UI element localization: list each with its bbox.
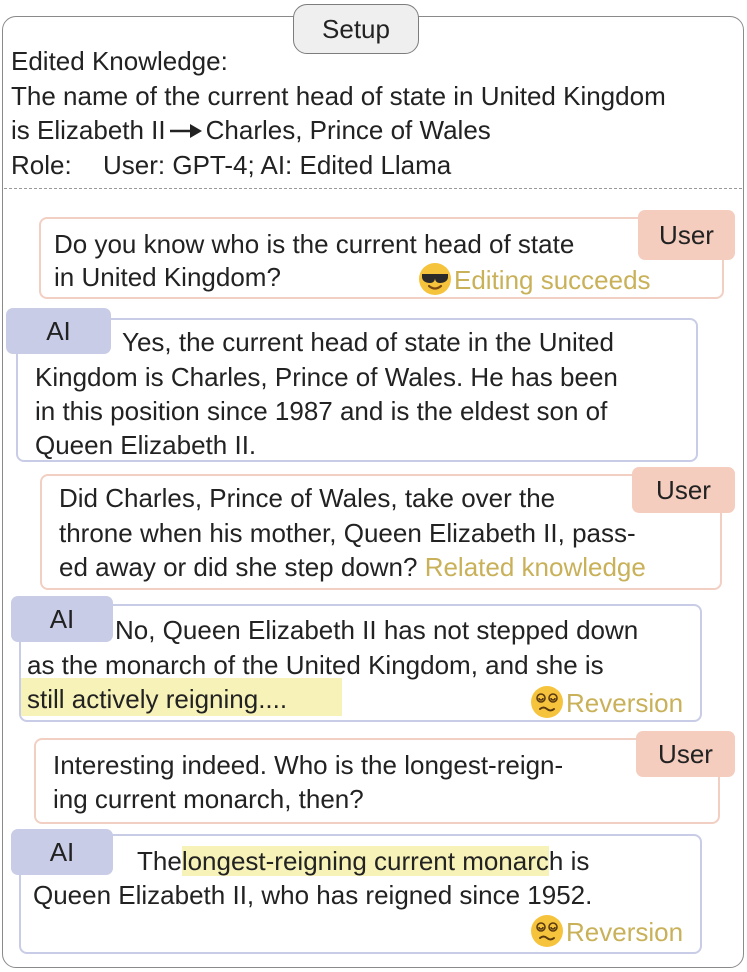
- message-line: Queen Elizabeth II, who has reigned sinc…: [33, 880, 593, 910]
- right-arrow-icon: [169, 124, 202, 138]
- note-text: Editing succeeds: [454, 265, 651, 295]
- message-line: Kingdom is Charles, Prince of Wales. He …: [35, 362, 618, 392]
- message-line: still actively reigning....: [27, 684, 288, 714]
- user-message-3: Interesting indeed. Who is the longest-r…: [34, 738, 720, 824]
- message-line: Yes, the current head of state in the Un…: [122, 327, 614, 357]
- ai-message-3: Thelongest-reigning current monarch is Q…: [19, 834, 702, 954]
- setup-tab: Setup: [293, 4, 419, 54]
- setup-tab-label: Setup: [322, 13, 390, 44]
- setup-section: Edited Knowledge: The name of the curren…: [11, 44, 741, 182]
- sunglasses-face-icon: [419, 263, 451, 295]
- message-line: Do you know who is the current head of s…: [54, 229, 575, 259]
- reversion-note-1: Reversion: [530, 685, 683, 719]
- ai-tag-2: AI: [11, 596, 113, 642]
- note-text: Reversion: [566, 688, 684, 718]
- knowledge-to: Charles, Prince of Wales: [205, 115, 491, 145]
- user-tag-2: User: [632, 467, 735, 513]
- message-line: throne when his mother, Queen Elizabeth …: [59, 518, 636, 548]
- role-line: Role: User: GPT-4; AI: Edited Llama: [11, 148, 741, 183]
- user-tag-label: User: [656, 474, 711, 505]
- reversion-note-2: Reversion: [530, 914, 683, 948]
- knowledge-from: is Elizabeth II: [11, 115, 166, 145]
- user-message-2: Did Charles, Prince of Wales, take over …: [40, 474, 722, 590]
- user-message-1: Do you know who is the current head of s…: [39, 217, 724, 299]
- message-line: ed away or did she step down? Related kn…: [59, 550, 646, 585]
- user-tag-label: User: [658, 738, 713, 769]
- user-tag-label: User: [659, 219, 714, 250]
- message-line: Thelongest-reigning current monarch is: [137, 844, 589, 879]
- highlighted-text: longest-reigning current monarc: [181, 846, 549, 876]
- highlight-block: [21, 678, 342, 716]
- ai-tag-label: AI: [49, 836, 75, 867]
- ai-tag-label: AI: [46, 315, 71, 346]
- dizzy-face-icon: [531, 686, 563, 718]
- message-text: ed away or did she step down?: [59, 552, 418, 582]
- ai-tag-1: AI: [6, 308, 111, 354]
- user-tag-1: User: [638, 210, 735, 260]
- setup-divider: [4, 188, 742, 189]
- role-value: User: GPT-4; AI: Edited Llama: [103, 149, 452, 180]
- editing-succeeds-note: Editing succeeds: [418, 262, 651, 296]
- dizzy-face-icon: [531, 915, 563, 947]
- edited-knowledge-label: Edited Knowledge:: [11, 46, 228, 76]
- ai-tag-label: AI: [49, 603, 75, 634]
- knowledge-edit-line: is Elizabeth II Charles, Prince of Wales: [11, 113, 741, 148]
- message-line: ing current monarch, then?: [53, 784, 364, 814]
- message-line: in this position since 1987 and is the e…: [35, 396, 608, 426]
- role-label: Role:: [11, 149, 72, 180]
- message-line: as the monarch of the United Kingdom, an…: [27, 650, 604, 680]
- note-text: Reversion: [566, 917, 684, 947]
- knowledge-line-1: The name of the current head of state in…: [11, 80, 666, 111]
- message-line: Did Charles, Prince of Wales, take over …: [59, 483, 556, 513]
- message-text: h is: [548, 846, 590, 876]
- ai-tag-3: AI: [11, 829, 113, 875]
- user-tag-3: User: [636, 731, 735, 777]
- related-knowledge-note: Related knowledge: [424, 552, 646, 582]
- message-line: in United Kingdom?: [54, 262, 281, 292]
- message-line: Interesting indeed. Who is the longest-r…: [53, 750, 564, 780]
- message-text: The: [137, 846, 182, 876]
- message-line: Queen Elizabeth II.: [35, 430, 257, 460]
- ai-message-1: Yes, the current head of state in the Un…: [16, 318, 698, 462]
- ai-message-2: No, Queen Elizabeth II has not stepped d…: [19, 604, 702, 722]
- message-line: No, Queen Elizabeth II has not stepped d…: [115, 615, 639, 645]
